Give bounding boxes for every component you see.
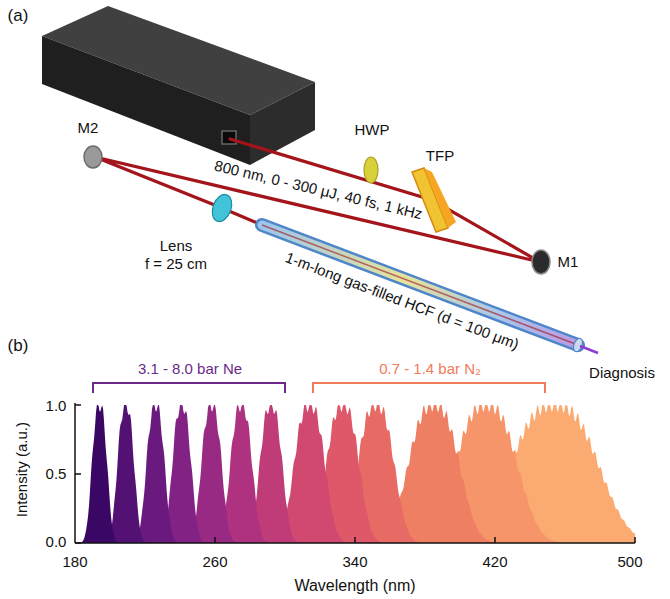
ne-bracket: [93, 383, 285, 393]
axes: [75, 403, 635, 543]
spectrum-area: [75, 405, 635, 543]
y-tick: [75, 473, 81, 475]
spectrum-area: [75, 405, 635, 543]
spectrum-area: [75, 405, 635, 543]
spectrum-area: [75, 405, 635, 543]
x-tick: [494, 537, 496, 543]
spectrum-area: [75, 405, 635, 543]
focal-length: f = 25 cm: [145, 255, 207, 272]
laser-aperture: [222, 131, 236, 144]
y-axis: [74, 403, 76, 543]
spectrum-area: [75, 405, 635, 543]
x-tick: [634, 537, 636, 543]
spectrum-area: [75, 405, 635, 543]
laser-front: [42, 36, 250, 165]
x-tick: [214, 537, 216, 543]
laser-side: [250, 82, 315, 165]
half-wave-plate: [364, 157, 378, 183]
output-label: Diagnosis: [589, 364, 655, 381]
fiber-beam: [262, 225, 578, 345]
thin-film-polarizer-edge: [424, 168, 456, 228]
gas-range: 3.1 - 8.0 bar Ne: [138, 360, 242, 377]
tick-label: 260: [202, 553, 227, 570]
axis-title: Wavelength (nm): [294, 577, 415, 595]
output-beam: [580, 346, 598, 353]
part-name: TFP: [426, 147, 454, 164]
spectrum-area: [75, 405, 635, 543]
tick-label: 1.0: [46, 397, 67, 414]
n2-bracket: [313, 383, 545, 393]
fiber-label: 1-m-long gas-filled HCF (d = 100 μm): [283, 249, 521, 353]
panel-label: (b): [8, 336, 29, 356]
spectrum-area: [75, 405, 635, 543]
mirror-m1: [532, 250, 550, 274]
spectrum-area: [75, 405, 635, 543]
axis-title: Intensity (a.u.): [13, 422, 30, 517]
fiber-end: [572, 337, 584, 353]
part-name: M2: [78, 119, 99, 136]
tick-label: 500: [617, 553, 642, 570]
y-tick: [75, 542, 81, 544]
spectrum-area: [75, 405, 635, 543]
mirror-m2: [84, 146, 102, 168]
laser-box: [42, 6, 315, 165]
tick-label: 0.0: [46, 533, 67, 550]
tick-label: 340: [342, 553, 367, 570]
spectrum-area: [75, 405, 635, 543]
panel-label: (a): [8, 6, 29, 26]
lens: [209, 192, 235, 224]
part-name: M1: [558, 253, 579, 270]
y-tick: [75, 404, 81, 406]
tick-label: 180: [62, 553, 87, 570]
part-name: Lens: [160, 237, 193, 254]
x-tick: [354, 537, 356, 543]
hollow-core-fiber: [262, 225, 578, 345]
fiber-core: [262, 225, 578, 345]
tick-label: 0.5: [46, 465, 67, 482]
spectrum-area: [75, 405, 635, 543]
spectrum-chart: [75, 405, 635, 543]
gas-range: 0.7 - 1.4 bar N₂: [379, 360, 481, 377]
part-name: HWP: [355, 121, 390, 138]
tick-label: 420: [482, 553, 507, 570]
